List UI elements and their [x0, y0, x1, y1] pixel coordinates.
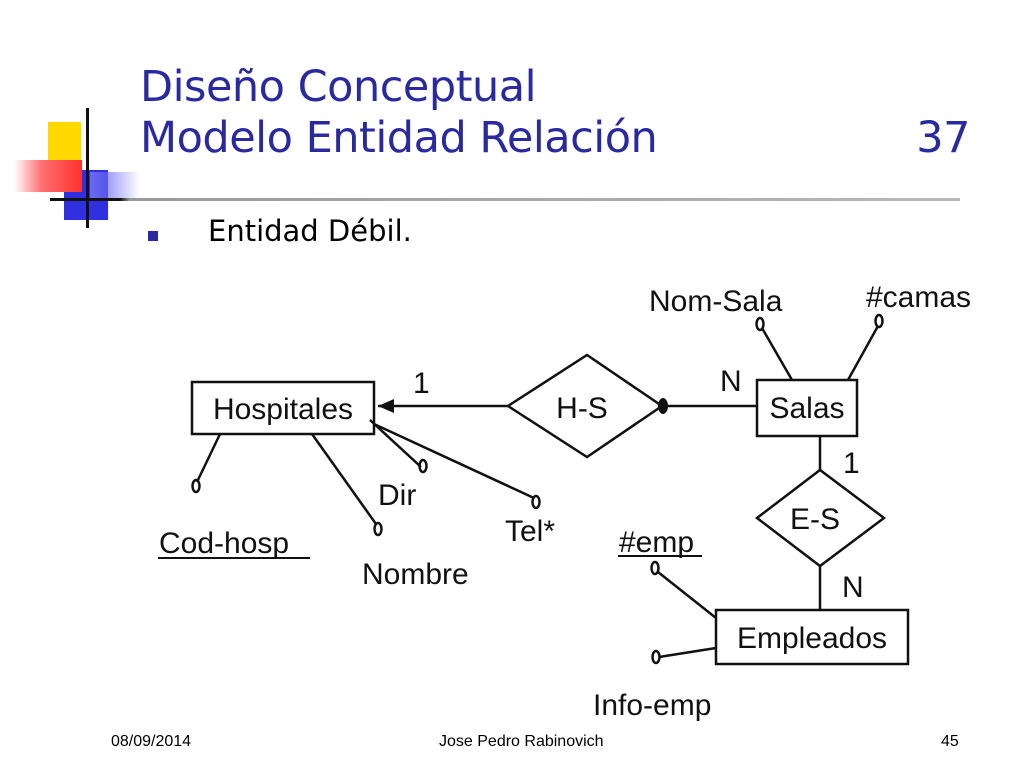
- relationship-diamond-es: [754, 468, 887, 568]
- deco-horizontal-line: [50, 198, 960, 201]
- attr-line-nom-sala: [760, 327, 794, 381]
- attr-line-camas: [846, 325, 880, 381]
- slide-title: Diseño Conceptual Modelo Entidad Relació…: [140, 62, 980, 164]
- deco-vertical-line: [86, 108, 89, 228]
- attr-line-tel: [373, 422, 535, 500]
- attr-line-cod-hosp: [195, 433, 222, 483]
- attr-line-nombre: [310, 433, 378, 525]
- decorative-logo: [0, 100, 960, 230]
- cardinality-es-empleados: N: [842, 571, 864, 604]
- entity-label-hospitales: Hospitales: [213, 393, 353, 426]
- footer-author: Jose Pedro Rabinovich: [439, 733, 604, 750]
- attr-label-camas: #camas: [866, 281, 971, 314]
- footer-date: 08/09/2014: [111, 733, 192, 750]
- attr-circle-tel: [531, 494, 541, 510]
- cardinality-es-salas: 1: [843, 447, 860, 480]
- entity-box-empleados: [714, 608, 910, 666]
- relationship-label-es: E-S: [790, 503, 840, 536]
- attr-label-cod-hosp: Cod-hosp: [159, 527, 289, 560]
- attr-label-nom-sala: Nom-Sala: [649, 285, 783, 318]
- entity-box-hospitales: [190, 380, 376, 436]
- title-line-1: Diseño Conceptual: [140, 62, 537, 112]
- entity-label-salas: Salas: [769, 392, 844, 425]
- entity-label-empleados: Empleados: [737, 622, 887, 655]
- title-number: 37: [916, 113, 970, 163]
- attr-circle-emp: [650, 560, 660, 576]
- attr-circle-nombre: [373, 521, 383, 537]
- attr-line-dir: [369, 419, 422, 468]
- attr-label-emp: #emp: [619, 526, 694, 559]
- deco-red-bar: [14, 160, 82, 192]
- attr-circle-camas: [874, 313, 884, 329]
- entity-box-salas: [755, 378, 859, 438]
- deco-blue-fade: [90, 172, 140, 198]
- footer-page-number: 45: [941, 733, 959, 750]
- relationship-label-hs: H-S: [556, 392, 608, 425]
- attr-circle-nom-sala: [755, 316, 765, 332]
- attr-label-nombre: Nombre: [362, 558, 469, 591]
- title-line-2: Modelo Entidad Relación: [140, 113, 658, 163]
- attr-label-tel: Tel*: [505, 515, 555, 548]
- bullet-text: Entidad Débil.: [208, 214, 412, 248]
- weak-entity-dot: [658, 398, 668, 414]
- attr-circle-cod-hosp: [191, 478, 201, 494]
- cardinality-hs-salas: N: [720, 365, 742, 398]
- bullet-square-icon: [148, 231, 158, 241]
- attr-circle-dir: [418, 458, 428, 474]
- attr-line-info-emp: [658, 646, 717, 659]
- attr-line-emp: [657, 571, 717, 619]
- attr-label-dir: Dir: [378, 479, 416, 512]
- cardinality-hs-hospitales: 1: [413, 367, 430, 400]
- attr-label-info-emp: Info-emp: [593, 689, 711, 722]
- attr-circle-info-emp: [651, 649, 661, 665]
- arrow-head-hospitales: [378, 399, 394, 413]
